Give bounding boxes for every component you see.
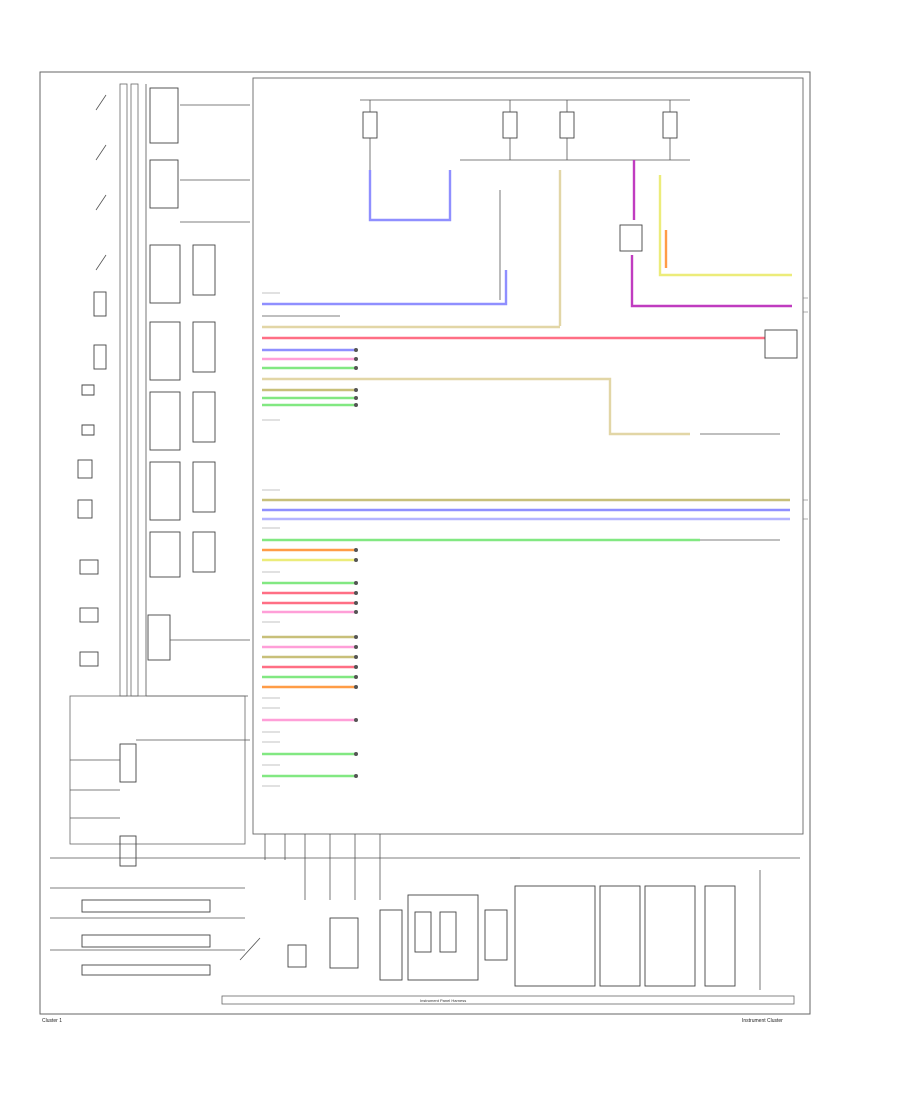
top-fuses	[360, 99, 690, 300]
wire-yellow-top	[658, 175, 792, 277]
wire-tan-2	[262, 377, 690, 436]
wire-blue-top	[368, 170, 452, 222]
outer-frame	[39, 71, 811, 1015]
middle-wire-group	[262, 498, 790, 614]
wire-blue-1	[262, 270, 508, 306]
footer-right: Instrument Cluster	[742, 1018, 783, 1024]
upper-wire-group	[262, 270, 798, 436]
wire-magenta-top	[630, 160, 792, 308]
top-wires	[368, 160, 792, 326]
footer-left: Cluster 1	[42, 1018, 62, 1024]
bottom-bus-label: Instrument Panel Harness	[420, 998, 466, 1003]
connector-dots	[354, 348, 358, 778]
cluster-wiring-box	[252, 77, 804, 835]
right-edge-marks	[803, 297, 808, 520]
lower-wire-group	[262, 635, 355, 778]
bottom-modules	[239, 834, 800, 990]
bottom-bus-bar	[221, 995, 795, 1005]
pin-stubs	[262, 292, 280, 787]
left-components	[77, 94, 107, 667]
left-harness	[69, 83, 248, 845]
gauge-modules	[50, 87, 520, 976]
